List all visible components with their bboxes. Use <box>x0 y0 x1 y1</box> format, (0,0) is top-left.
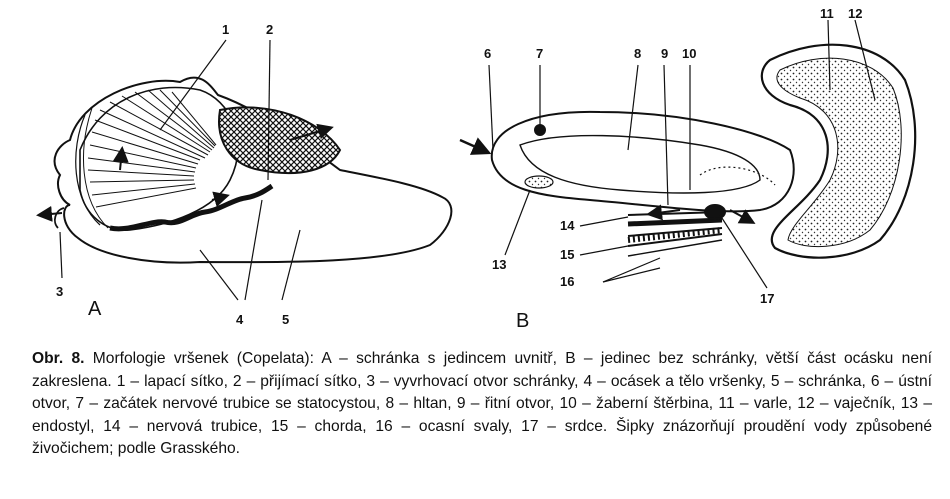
label-17: 17 <box>760 291 775 306</box>
food-net-lines <box>87 89 217 208</box>
label-14: 14 <box>560 218 575 233</box>
panel-label-a: A <box>88 298 102 320</box>
body-outline <box>490 110 795 213</box>
morphology-figure <box>36 19 917 301</box>
label-9: 9 <box>661 46 669 61</box>
chorda <box>627 227 723 243</box>
house-outline <box>53 76 453 264</box>
figure-caption: Obr. 8. Morfologie vršenek (Copelata): A… <box>32 348 932 461</box>
label-3: 3 <box>56 284 64 299</box>
label-7: 7 <box>536 46 544 61</box>
label-2: 2 <box>266 22 274 37</box>
label-8: 8 <box>634 46 642 61</box>
label-16: 16 <box>560 274 575 289</box>
label-4: 4 <box>236 312 244 327</box>
panel-label-b: B <box>516 310 530 332</box>
label-1: 1 <box>222 22 230 37</box>
filter-net <box>218 106 342 174</box>
tail <box>109 183 274 232</box>
caption-lead: Obr. 8. <box>32 350 85 367</box>
panel-b-drawing <box>459 19 917 289</box>
testis <box>776 57 902 248</box>
heart <box>704 204 726 220</box>
label-12: 12 <box>848 6 863 21</box>
gonad-outer <box>760 43 917 259</box>
label-5: 5 <box>282 312 290 327</box>
label-11: 11 <box>820 6 834 21</box>
endostyle <box>524 175 554 189</box>
caption-text: Morfologie vršenek (Copelata): A – schrá… <box>32 350 932 457</box>
panel-a-drawing <box>36 39 453 301</box>
label-13: 13 <box>492 257 507 272</box>
label-15: 15 <box>560 247 575 262</box>
label-10: 10 <box>682 46 697 61</box>
label-6: 6 <box>484 46 492 61</box>
